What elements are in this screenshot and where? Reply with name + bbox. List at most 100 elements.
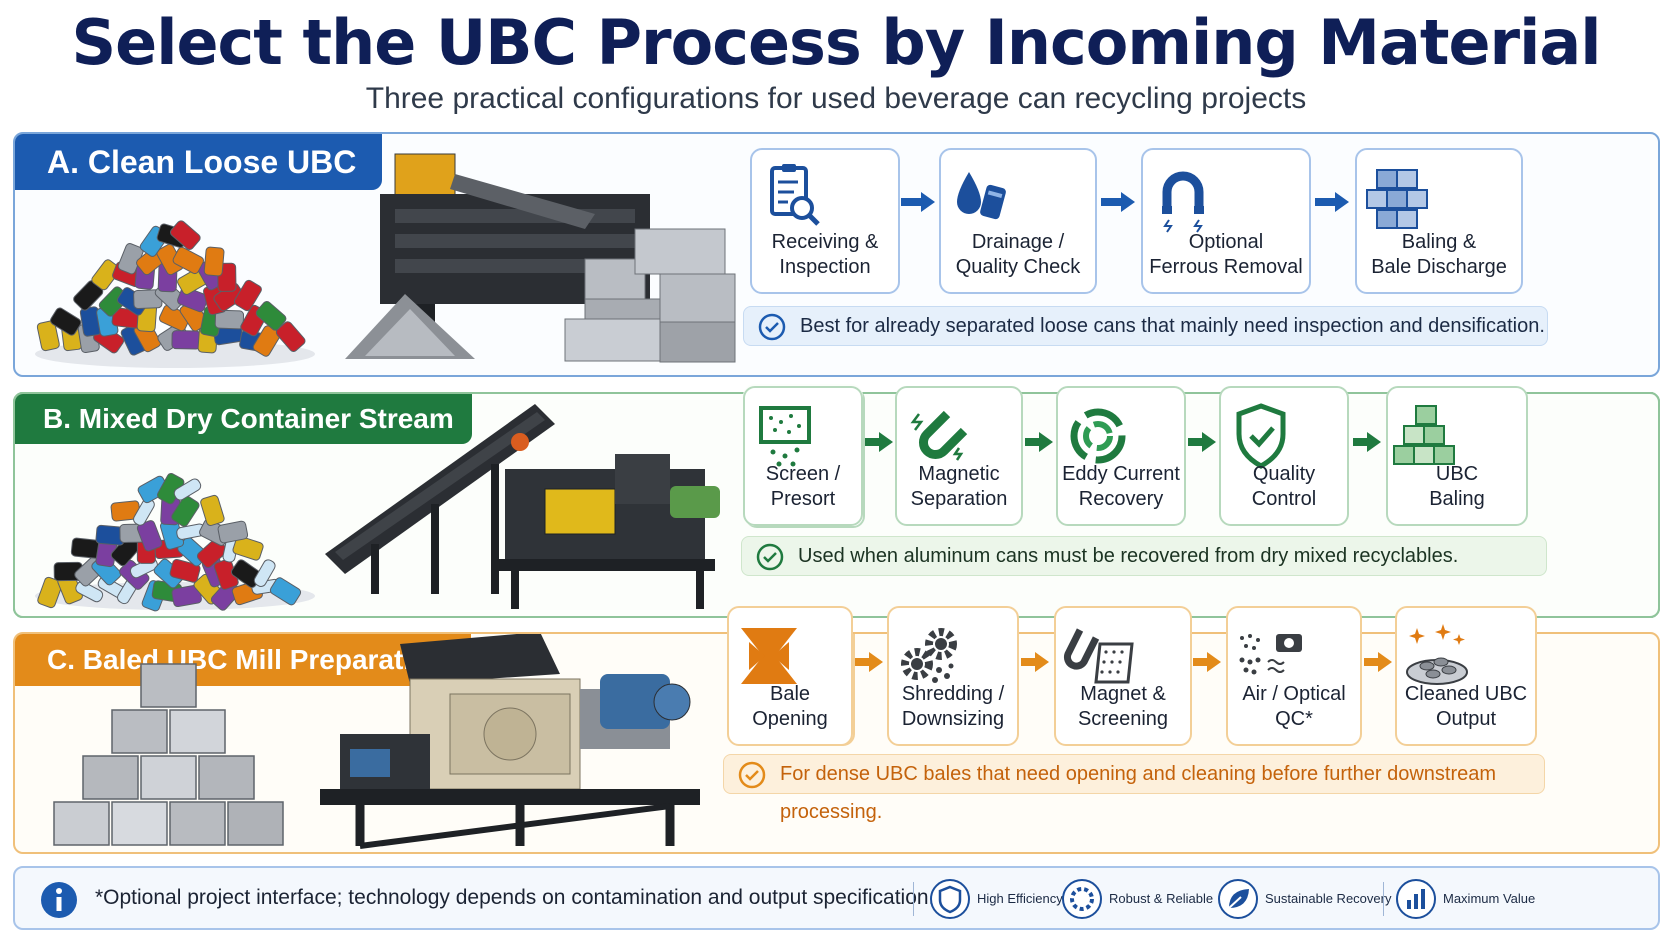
note-text: Best for already separated loose cans th… <box>800 315 1545 337</box>
step-baling-discharge: Baling & Bale Discharge <box>1355 148 1523 294</box>
step-ferrous-removal: Optional Ferrous Removal <box>1141 148 1311 294</box>
section-label: C. Baled UBC Mill Preparation <box>15 634 472 686</box>
step-label: Air / Optical QC* <box>1242 683 1346 730</box>
arrow-right-icon <box>1315 192 1349 212</box>
shield-check-icon <box>1236 403 1286 469</box>
section-clean-loose-ubc: A. Clean Loose UBC Receiving & <box>13 132 1660 377</box>
screen-icon <box>759 406 811 467</box>
section-b-note: Used when aluminum cans must be recovere… <box>741 536 1547 576</box>
step-magnetic-separation: Magnetic Separation <box>895 386 1023 526</box>
arrow-right-icon <box>1025 432 1053 452</box>
can <box>203 246 225 277</box>
can <box>217 520 249 544</box>
bar-chart-icon <box>1396 879 1436 919</box>
ubc-bale <box>198 755 255 800</box>
check-circle-icon <box>758 313 786 341</box>
magnet-icon <box>910 410 968 461</box>
step-bale-opening: Bale Opening <box>727 606 853 746</box>
ubc-bale <box>169 801 226 846</box>
arrow-right-icon <box>1193 652 1221 672</box>
can <box>37 576 63 609</box>
magnet-icon <box>1162 171 1204 233</box>
magnet-screen-icon <box>1063 628 1134 684</box>
shield-icon <box>930 879 970 919</box>
check-circle-icon <box>738 761 766 789</box>
step-quality-control: Quality Control <box>1219 386 1349 526</box>
step-label: Bale Opening <box>752 683 828 730</box>
bale-opening-icon <box>741 628 797 684</box>
section-label: A. Clean Loose UBC <box>15 134 383 190</box>
ubc-bale <box>53 801 110 846</box>
step-label: Quality Control <box>1251 463 1317 510</box>
step-screen-presort: Screen / Presort <box>743 386 863 526</box>
section-label: B. Mixed Dry Container Stream <box>15 394 472 444</box>
can <box>50 307 82 336</box>
step-label: Eddy Current Recovery <box>1062 463 1180 510</box>
conveyor-separator-image <box>325 404 720 609</box>
divider <box>1383 882 1384 916</box>
badge-label: Robust & Reliable <box>1109 891 1214 906</box>
ubc-bale <box>140 755 197 800</box>
step-label: UBC Baling <box>1429 463 1485 510</box>
section-c-steps: Bale Opening Shredding / Downsizing Magn… <box>727 606 1537 746</box>
section-c-note: For dense UBC bales that need opening an… <box>723 754 1545 823</box>
badge-label: Sustainable Recovery <box>1265 891 1392 906</box>
step-label: Receiving & Inspection <box>771 231 879 278</box>
info-icon <box>41 882 77 918</box>
can <box>200 494 225 526</box>
arrow-right-icon <box>901 192 935 212</box>
ubc-bale <box>140 663 197 708</box>
arrow-right-icon <box>1188 432 1216 452</box>
step-ubc-baling: UBC Baling <box>1386 386 1528 526</box>
footer-note: *Optional project interface; technology … <box>95 886 935 909</box>
arrow-right-icon <box>855 652 883 672</box>
sparkle-pile-icon <box>1406 624 1468 685</box>
shredder-machine-image <box>320 634 700 849</box>
can <box>275 321 306 352</box>
can <box>169 558 201 583</box>
ubc-bales-image <box>53 663 284 846</box>
step-air-optical-qc: Air / Optical QC* <box>1226 606 1362 746</box>
step-cleaned-ubc-output: Cleaned UBC Output <box>1395 606 1537 746</box>
can <box>172 246 204 275</box>
can <box>171 495 200 527</box>
clipboard-search-icon <box>770 164 820 226</box>
baler-machine-image <box>345 153 736 363</box>
camera-icon <box>1239 634 1302 675</box>
can <box>169 220 201 250</box>
gear-badge-icon <box>1062 879 1102 919</box>
arrow-right-icon <box>1101 192 1135 212</box>
ubc-bale <box>111 801 168 846</box>
ubc-bale <box>111 709 168 754</box>
can <box>234 279 262 312</box>
can <box>36 320 60 352</box>
arrow-right-icon <box>1364 652 1392 672</box>
step-receiving-inspection: Receiving & Inspection <box>750 148 900 294</box>
can <box>171 330 201 350</box>
badge-label: Maximum Value <box>1443 891 1536 906</box>
divider <box>913 882 914 916</box>
badge-label: High Efficiency <box>977 891 1063 906</box>
bottle <box>75 580 104 603</box>
ubc-bale <box>169 709 226 754</box>
step-drainage-quality: Drainage / Quality Check <box>939 148 1097 294</box>
loose-cans-image <box>35 220 315 368</box>
ubc-bale <box>82 755 139 800</box>
section-note: Best for already separated loose cans th… <box>743 306 1548 346</box>
arrow-right-icon <box>1353 432 1381 452</box>
step-label: Magnetic Separation <box>910 463 1008 510</box>
page-title: Select the UBC Process by Incoming Mater… <box>71 6 1602 79</box>
bottle <box>173 478 202 501</box>
drop-can-icon <box>957 172 1006 220</box>
eddy-current-icon <box>1070 408 1126 464</box>
step-label: Shredding / Downsizing <box>901 683 1005 730</box>
note-text: Used when aluminum cans must be recovere… <box>798 545 1459 567</box>
can <box>91 259 121 291</box>
note-text: For dense UBC bales that need opening an… <box>780 763 1497 823</box>
step-eddy-current: Eddy Current Recovery <box>1056 386 1186 526</box>
page-subtitle: Three practical configurations for used … <box>365 82 1307 115</box>
step-magnet-screening: Magnet & Screening <box>1054 606 1192 746</box>
step-shredding-downsizing: Shredding / Downsizing <box>887 606 1019 746</box>
leaf-icon <box>1218 879 1258 919</box>
can <box>232 535 264 561</box>
